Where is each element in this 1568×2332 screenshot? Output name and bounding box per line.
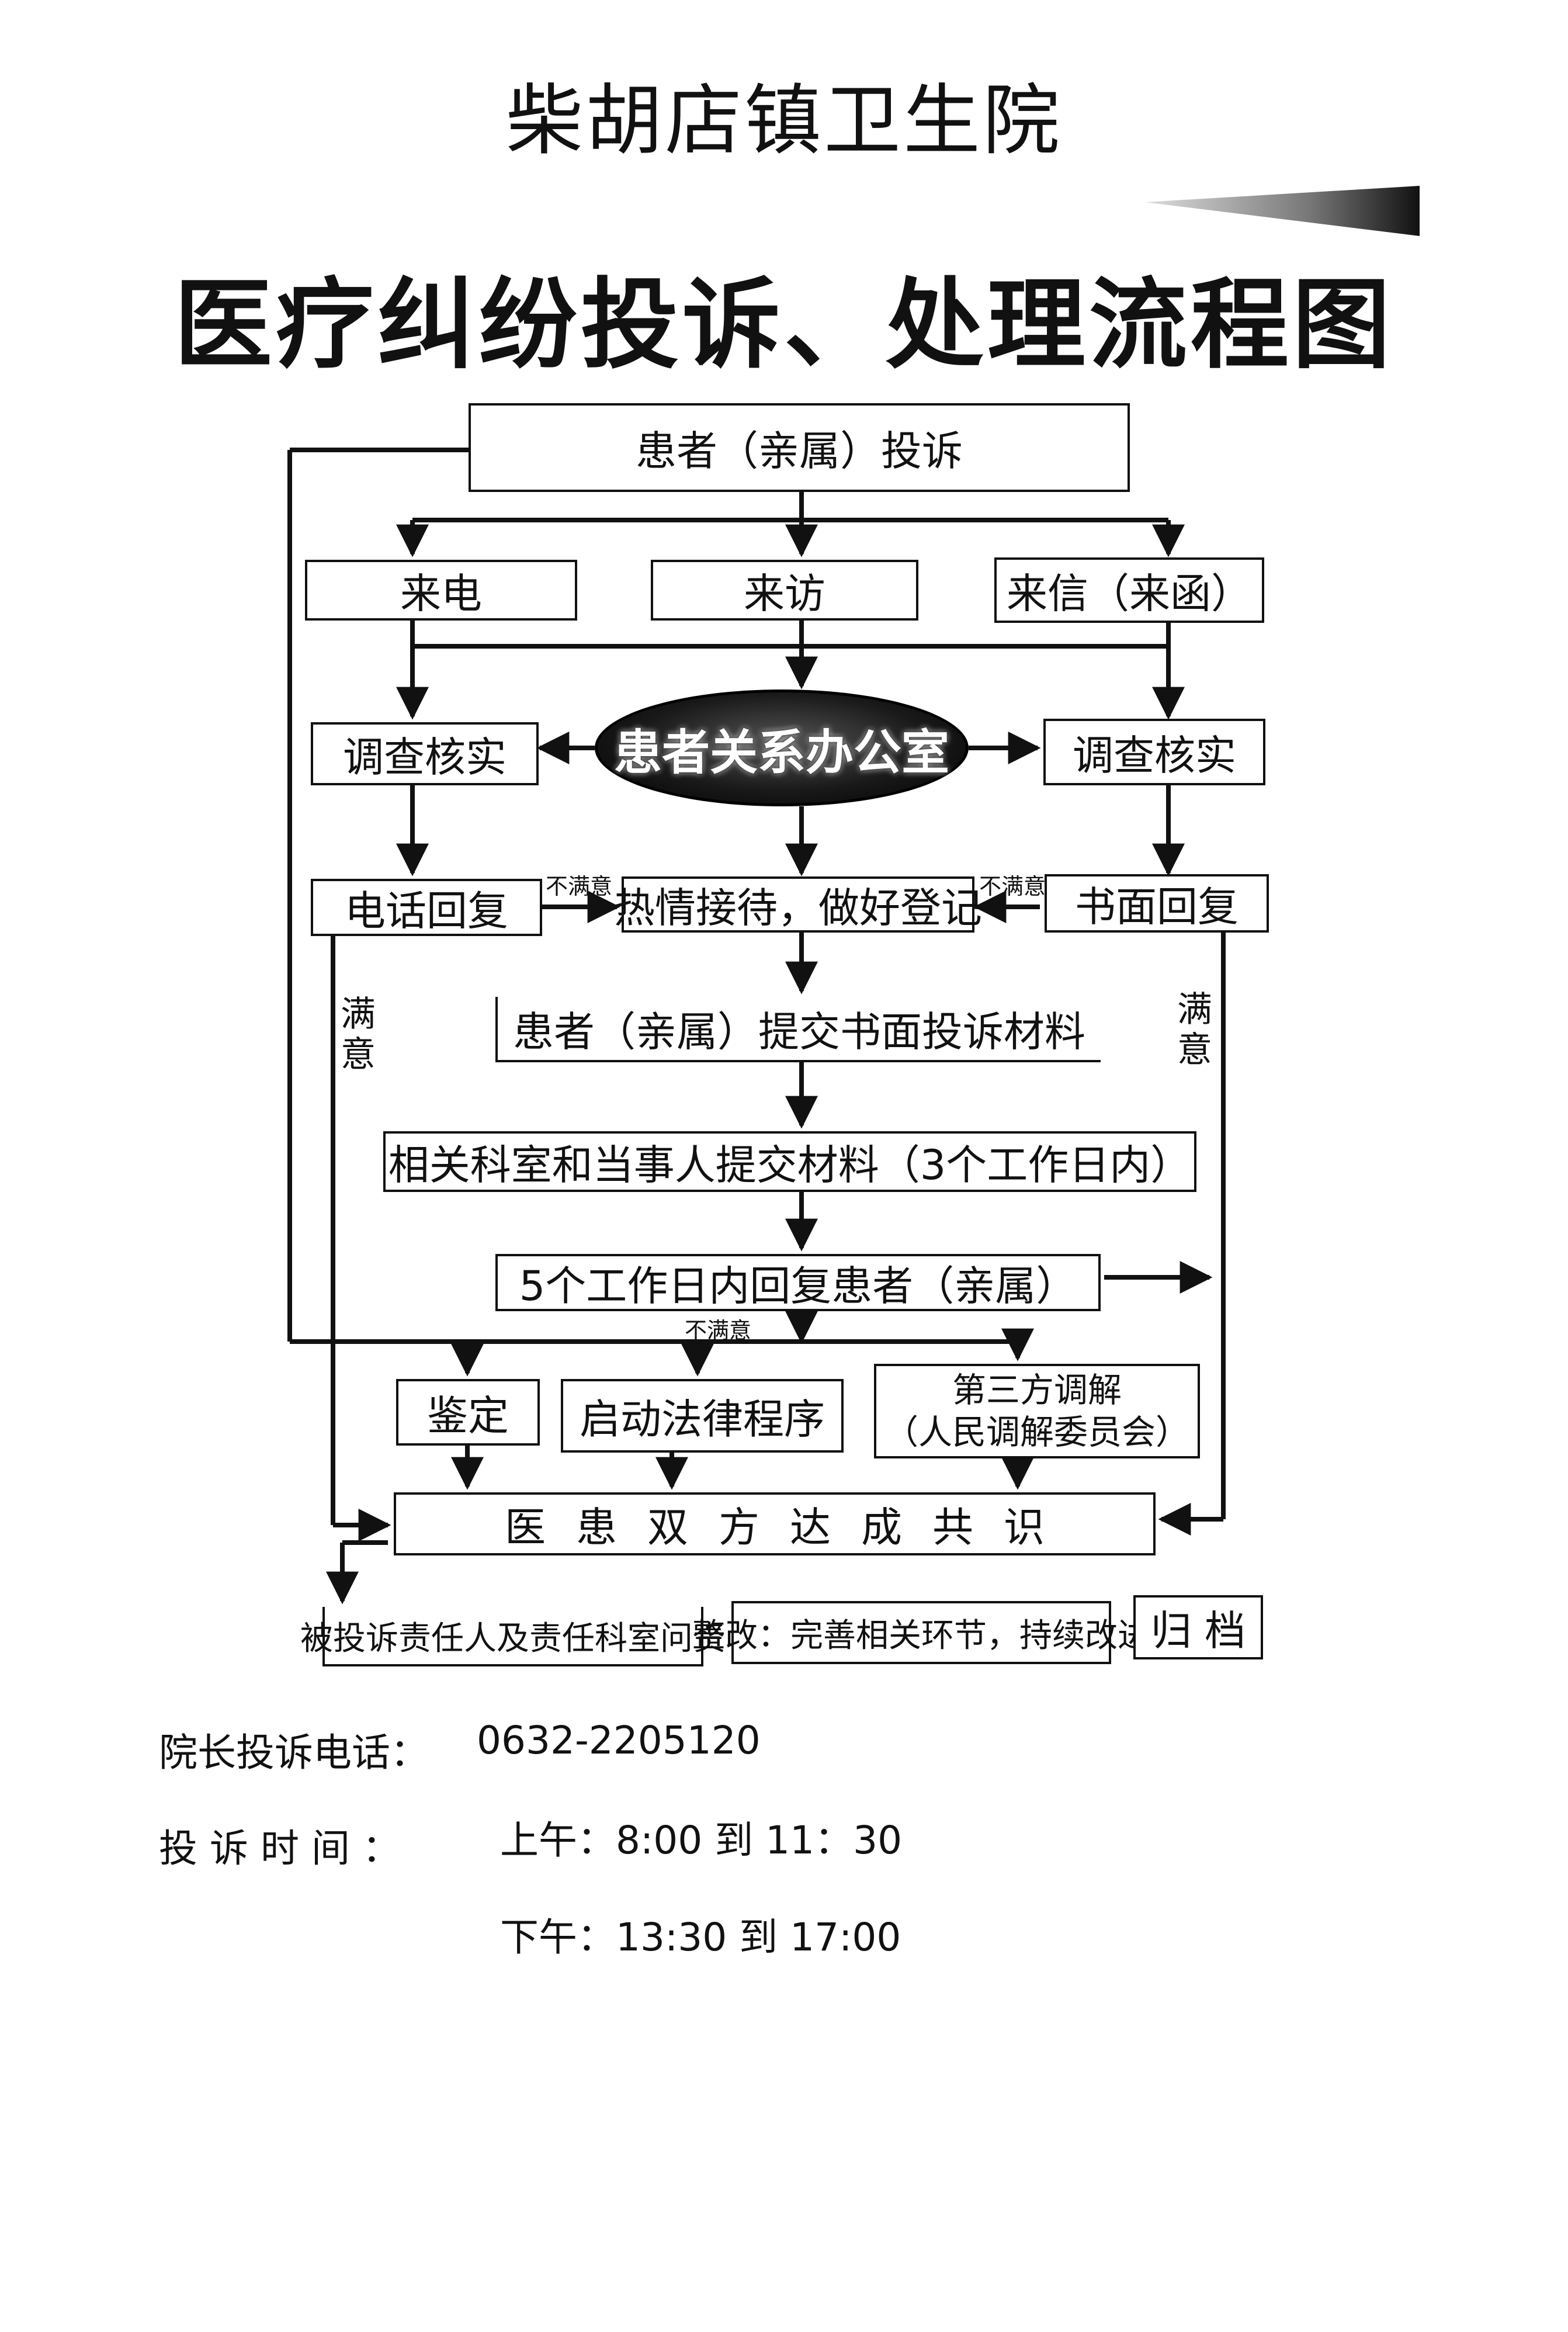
patient-relations-office: 患者关系办公室 — [595, 689, 969, 806]
time-label: 投 诉 时 间 ： — [159, 1826, 401, 1871]
satisfied-left-label: 满意 — [341, 994, 376, 1075]
archive-box: 归 档 — [1133, 1595, 1263, 1659]
afternoon-hours: 下午：13:30 到 17:00 — [500, 1915, 901, 1960]
morning-hours: 上午：8:00 到 11：30 — [500, 1818, 903, 1863]
call-box: 来电 — [305, 560, 577, 621]
submit-patient-box: 患者（亲属）提交书面投诉材料 — [495, 997, 1101, 1062]
phone-number: 0632-2205120 — [477, 1718, 761, 1763]
submit-dept-box: 相关科室和当事人提交材料（3个工作日内） — [383, 1131, 1196, 1192]
investigate-left-box: 调查核实 — [311, 722, 539, 785]
hospital-name: 柴胡店镇卫生院 — [506, 76, 1062, 166]
reply-5days-box: 5个工作日内回复患者（亲属） — [495, 1254, 1101, 1311]
reception-box: 热情接待，做好登记 — [614, 876, 982, 933]
decorative-wedge — [1145, 186, 1420, 236]
complaint-box: 患者（亲属）投诉 — [469, 403, 1130, 492]
unsatisfied-bottom-label: 不满意 — [685, 1318, 752, 1343]
written-reply-box: 书面回复 — [1045, 874, 1269, 933]
satisfied-right-label: 满意 — [1177, 989, 1212, 1070]
mediation-line2: （人民调解委员会） — [884, 1412, 1189, 1452]
flowchart-title: 医疗纠纷投诉、处理流程图 — [174, 268, 1394, 382]
phone-label: 院长投诉电话： — [159, 1730, 429, 1775]
appraisal-box: 鉴定 — [396, 1379, 540, 1446]
visit-box: 来访 — [651, 560, 918, 621]
phone-reply-box: 电话回复 — [311, 879, 542, 936]
accountability-box: 被投诉责任人及责任科室问责 — [300, 1607, 726, 1666]
consensus-box: 医患双方达成共识 — [394, 1492, 1156, 1555]
investigate-right-box: 调查核实 — [1043, 719, 1265, 785]
legal-box: 启动法律程序 — [561, 1379, 844, 1453]
letter-box: 来信（来函） — [994, 557, 1264, 623]
rectify-box: 整改：完善相关环节，持续改进 — [692, 1601, 1150, 1664]
unsatisfied-right-label: 不满意 — [979, 874, 1046, 899]
mediation-line1: 第三方调解 — [952, 1370, 1122, 1410]
unsatisfied-left-label: 不满意 — [546, 874, 613, 899]
mediation-box: 第三方调解 （人民调解委员会） — [874, 1364, 1200, 1458]
